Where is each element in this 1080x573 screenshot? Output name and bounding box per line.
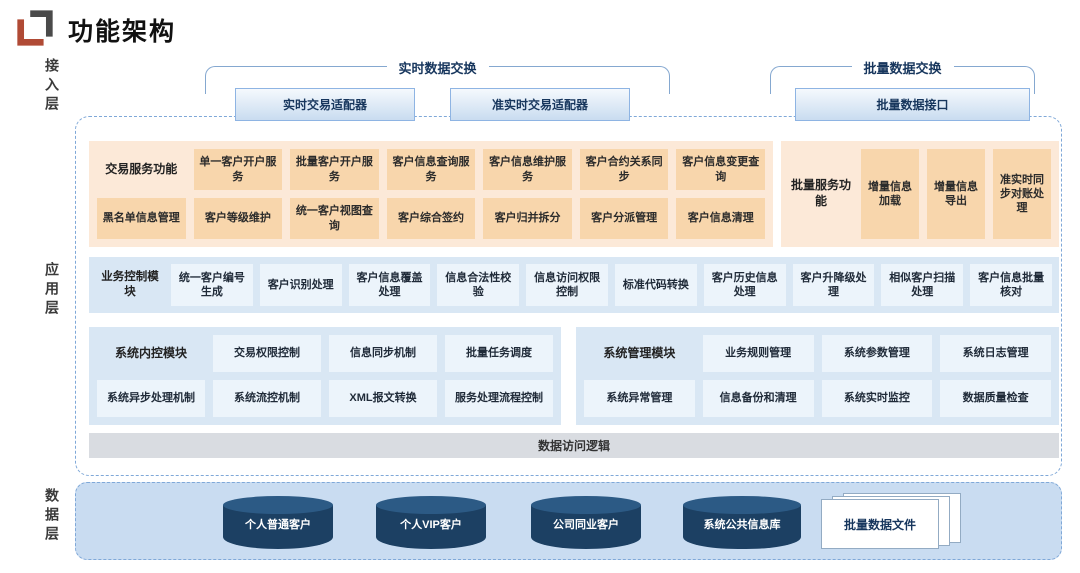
module-box: 信息备份和清理	[702, 380, 814, 417]
batch-file-label: 批量数据文件	[821, 499, 939, 549]
database-label: 个人普通客户	[245, 518, 311, 531]
database-label: 个人VIP客户	[400, 518, 462, 531]
realtime-exchange-bracket: 实时数据交换	[205, 58, 670, 94]
service-box: 客户综合签约	[386, 198, 476, 239]
module-box: 系统实时监控	[821, 380, 933, 417]
module-box: 数据质量检查	[940, 380, 1051, 417]
service-box: 单一客户开户服务	[193, 149, 283, 190]
service-box: 增量信息导出	[927, 149, 985, 239]
database-cylinder: 个人普通客户	[223, 496, 333, 549]
module-box: 统一客户编号生成	[171, 264, 253, 306]
module-box: 系统参数管理	[821, 335, 933, 372]
service-box: 客户信息查询服务	[386, 149, 476, 190]
module-box: 客户历史信息处理	[703, 264, 786, 306]
module-box: 信息合法性校验	[437, 264, 520, 306]
service-box: 客户信息变更查询	[676, 149, 765, 190]
database-cylinder: 系统公共信息库	[683, 496, 801, 549]
module-box: 交易权限控制	[213, 335, 321, 372]
service-box: 客户分派管理	[579, 198, 669, 239]
service-box: 客户等级维护	[193, 198, 283, 239]
module-box: 系统异常管理	[584, 380, 695, 417]
service-box: 客户信息维护服务	[483, 149, 572, 190]
service-box: 黑名单信息管理	[97, 198, 186, 239]
batch-exchange-bracket: 批量数据交换	[770, 58, 1035, 94]
module-box: 系统流控机制	[213, 380, 321, 417]
realtime-exchange-label: 实时数据交换	[386, 58, 489, 77]
module-box: 批量任务调度	[445, 335, 553, 372]
batch-services-label: 批量服务功能	[790, 178, 851, 208]
service-box: 客户合约关系同步	[579, 149, 669, 190]
service-box: 增量信息加载	[861, 149, 919, 239]
service-box: 批量客户开户服务	[290, 149, 379, 190]
data-layer-panel: 个人普通客户 个人VIP客户 公司同业客户 系统公共信息库 批量数据文件	[75, 482, 1062, 560]
module-box: XML报文转换	[329, 380, 437, 417]
module-box: 客户识别处理	[259, 264, 342, 306]
adapter-batch-interface: 批量数据接口	[795, 88, 1030, 121]
application-layer-panel: 交易服务功能 单一客户开户服务 批量客户开户服务 客户信息查询服务 客户信息维护…	[75, 116, 1062, 476]
batch-services-panel: 批量服务功能 增量信息加载 增量信息导出 准实时同步对账处理	[781, 141, 1059, 247]
business-control-label: 业务控制模块	[101, 271, 159, 298]
module-box: 信息访问权限控制	[526, 264, 608, 306]
service-box: 统一客户视图查询	[290, 198, 379, 239]
module-box: 业务规则管理	[702, 335, 814, 372]
layer-label-data: 数据层	[44, 488, 60, 545]
batch-exchange-label: 批量数据交换	[851, 58, 954, 77]
service-box: 客户信息清理	[676, 198, 765, 239]
service-box: 准实时同步对账处理	[993, 149, 1051, 239]
database-label: 系统公共信息库	[703, 518, 781, 531]
module-box: 系统异步处理机制	[97, 380, 205, 417]
trade-services-panel: 交易服务功能 单一客户开户服务 批量客户开户服务 客户信息查询服务 客户信息维护…	[89, 141, 773, 247]
business-control-panel: 业务控制模块 统一客户编号生成 客户识别处理 客户信息覆盖处理 信息合法性校验 …	[89, 257, 1059, 313]
data-access-bar: 数据访问逻辑	[89, 433, 1059, 458]
layer-label-access: 接入层	[44, 58, 60, 115]
layer-label-application: 应用层	[44, 262, 60, 319]
module-box: 服务处理流程控制	[445, 380, 553, 417]
system-internal-panel: 系统内控模块 交易权限控制 信息同步机制 批量任务调度 系统异步处理机制 系统流…	[89, 327, 561, 425]
system-mgmt-panel: 系统管理模块 业务规则管理 系统参数管理 系统日志管理 系统异常管理 信息备份和…	[576, 327, 1059, 425]
module-box: 客户升降级处理	[792, 264, 875, 306]
module-box: 信息同步机制	[329, 335, 437, 372]
system-mgmt-label: 系统管理模块	[603, 345, 676, 360]
database-label: 公司同业客户	[553, 518, 619, 531]
module-box: 相似客户扫描处理	[881, 264, 964, 306]
trade-services-label: 交易服务功能	[105, 161, 178, 176]
adapter-realtime: 实时交易适配器	[235, 88, 415, 121]
service-box: 客户归并拆分	[483, 198, 572, 239]
logo-icon	[17, 10, 53, 46]
module-box: 客户信息批量核对	[970, 264, 1052, 306]
module-box: 客户信息覆盖处理	[348, 264, 431, 306]
system-internal-label: 系统内控模块	[114, 345, 187, 360]
module-box: 系统日志管理	[940, 335, 1051, 372]
batch-file-stack-icon: 批量数据文件	[821, 493, 971, 551]
database-cylinder: 公司同业客户	[531, 496, 641, 549]
page-title: 功能架构	[68, 18, 177, 46]
module-box: 标准代码转换	[615, 264, 697, 306]
database-cylinder: 个人VIP客户	[376, 496, 486, 549]
adapter-quasi-realtime: 准实时交易适配器	[450, 88, 630, 121]
